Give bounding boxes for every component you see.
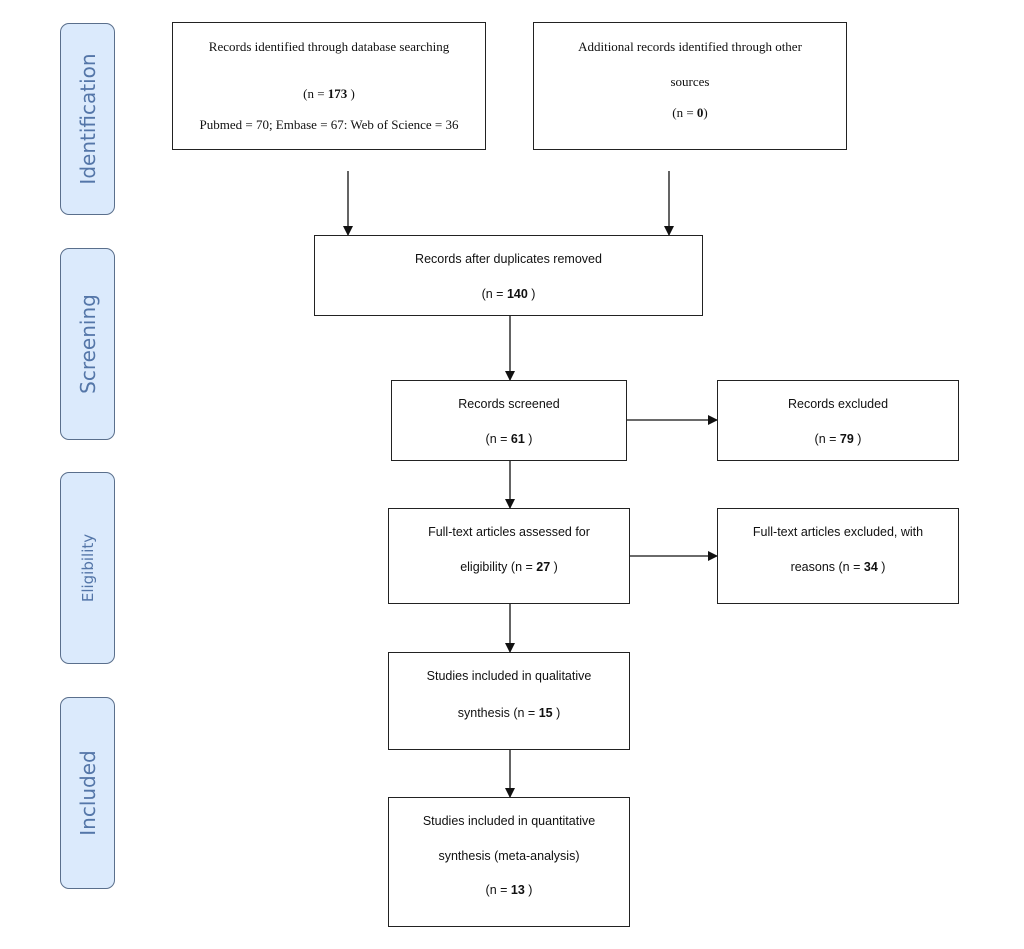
duplicates-title: Records after duplicates removed [415, 252, 602, 266]
other-title-line2: sources [670, 74, 710, 89]
qualitative-title-line2: synthesis (n = 15 ) [457, 706, 561, 720]
box-records-excluded: Records excluded (n = 79 ) [717, 380, 959, 461]
database-sources: Pubmed = 70; Embase = 67: Web of Science… [199, 117, 459, 132]
phase-screening: Screening [60, 248, 115, 440]
quantitative-title-line2: synthesis (meta-analysis) [438, 849, 580, 863]
box-database-records: Records identified through database sear… [172, 22, 486, 150]
database-count: (n = 173 ) [303, 86, 355, 101]
quantitative-title-line1: Studies included in quantitative [422, 814, 596, 828]
screened-title: Records screened [458, 397, 560, 411]
quantitative-count: (n = 13 ) [485, 883, 533, 897]
box-fulltext-assessed: Full-text articles assessed for eligibil… [388, 508, 630, 604]
box-other-records: Additional records identified through ot… [533, 22, 847, 150]
phase-eligibility: Eligibility [60, 472, 115, 664]
screened-count: (n = 61 ) [485, 432, 533, 446]
other-count: (n = 0) [672, 105, 708, 120]
database-title: Records identified through database sear… [208, 39, 450, 54]
fulltext-excluded-title-line2: reasons (n = 34 ) [790, 560, 886, 574]
box-records-screened: Records screened (n = 61 ) [391, 380, 627, 461]
phase-identification: Identification [60, 23, 115, 215]
qualitative-title-line1: Studies included in qualitative [426, 669, 592, 683]
duplicates-count: (n = 140 ) [481, 287, 536, 301]
other-title-line1: Additional records identified through ot… [578, 39, 802, 54]
phase-included: Included [60, 697, 115, 889]
box-quantitative-synthesis: Studies included in quantitative synthes… [388, 797, 630, 927]
box-duplicates-removed: Records after duplicates removed (n = 14… [314, 235, 703, 316]
box-fulltext-excluded: Full-text articles excluded, with reason… [717, 508, 959, 604]
fulltext-title-line1: Full-text articles assessed for [428, 525, 590, 539]
excluded-title: Records excluded [787, 397, 889, 411]
fulltext-excluded-title-line1: Full-text articles excluded, with [752, 525, 924, 539]
excluded-count: (n = 79 ) [814, 432, 862, 446]
box-qualitative-synthesis: Studies included in qualitative synthesi… [388, 652, 630, 750]
fulltext-title-line2: eligibility (n = 27 ) [460, 560, 558, 574]
